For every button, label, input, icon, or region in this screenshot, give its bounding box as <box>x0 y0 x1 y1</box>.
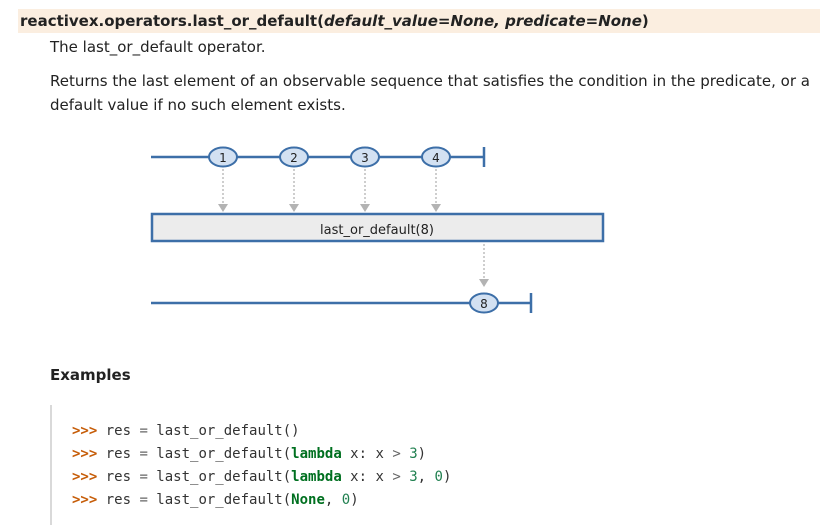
code-token: res <box>105 492 140 508</box>
code-token: x: x <box>341 446 393 462</box>
code-token <box>401 446 409 462</box>
output-marble-label: 8 <box>480 297 488 311</box>
code-token: >>> <box>72 446 106 462</box>
code-token: last_or_default( <box>147 469 292 485</box>
code-token: > <box>392 469 401 485</box>
code-line-3: >>> res = last_or_default(lambda x: x > … <box>72 468 451 486</box>
code-token: last_or_default( <box>147 446 292 462</box>
signature-name: reactivex.operators.last_or_default( <box>20 12 324 30</box>
code-token: ) <box>442 469 452 485</box>
code-token: None <box>291 492 325 508</box>
input-marble-1: 1 <box>208 146 238 168</box>
code-token: ) <box>417 446 427 462</box>
code-example-block: >>> res = last_or_default() >>> res = la… <box>50 405 810 525</box>
code-token: = <box>139 446 148 462</box>
input-marble-2: 2 <box>279 146 309 168</box>
input-arrows <box>218 169 441 212</box>
code-token: > <box>392 446 401 462</box>
input-marble-1-label: 1 <box>219 151 227 165</box>
code-token: last_or_default( <box>147 492 292 508</box>
signature-params: default_value=None, predicate=None <box>323 12 642 30</box>
operator-label: last_or_default(8) <box>320 223 434 238</box>
arrowhead-2 <box>289 204 299 212</box>
output-arrowhead <box>479 279 489 287</box>
code-line-4: >>> res = last_or_default(None, 0) <box>72 491 359 509</box>
code-token: x: x <box>341 469 393 485</box>
code-token: >>> <box>72 423 106 439</box>
code-token: lambda <box>291 446 342 462</box>
operator-box <box>150 212 605 243</box>
input-marble-2-label: 2 <box>290 151 298 165</box>
code-token: = <box>139 492 148 508</box>
examples-heading: Examples <box>50 366 131 384</box>
code-token: 0 <box>341 492 351 508</box>
code-token: lambda <box>291 469 342 485</box>
code-token: = <box>139 469 148 485</box>
code-token: ) <box>350 492 359 508</box>
arrowhead-4 <box>431 204 441 212</box>
code-token: res <box>105 446 140 462</box>
signature-close: ) <box>641 12 649 30</box>
summary-text: The last_or_default operator. <box>50 38 266 56</box>
code-token: , <box>417 469 435 485</box>
arrowhead-3 <box>360 204 370 212</box>
code-line-1: >>> res = last_or_default() <box>72 422 300 440</box>
input-marble-4: 4 <box>421 146 451 168</box>
code-token: last_or_default() <box>147 423 300 439</box>
code-token: res <box>105 423 140 439</box>
code-token: 3 <box>409 469 418 485</box>
code-token: res <box>105 469 140 485</box>
input-marble-3-label: 3 <box>361 151 369 165</box>
code-token: 0 <box>434 469 443 485</box>
code-token: , <box>324 492 342 508</box>
output-marble: 8 <box>469 292 499 314</box>
code-token <box>401 469 409 485</box>
function-signature: reactivex.operators.last_or_default(defa… <box>18 9 820 33</box>
code-token: 3 <box>409 446 418 462</box>
arrowhead-1 <box>218 204 228 212</box>
code-token: >>> <box>72 492 106 508</box>
input-marble-4-label: 4 <box>432 151 440 165</box>
code-token: >>> <box>72 469 106 485</box>
description-text: Returns the last element of an observabl… <box>50 72 810 114</box>
code-token: = <box>139 423 148 439</box>
input-marble-3: 3 <box>350 146 380 168</box>
code-line-2: >>> res = last_or_default(lambda x: x > … <box>72 445 426 463</box>
